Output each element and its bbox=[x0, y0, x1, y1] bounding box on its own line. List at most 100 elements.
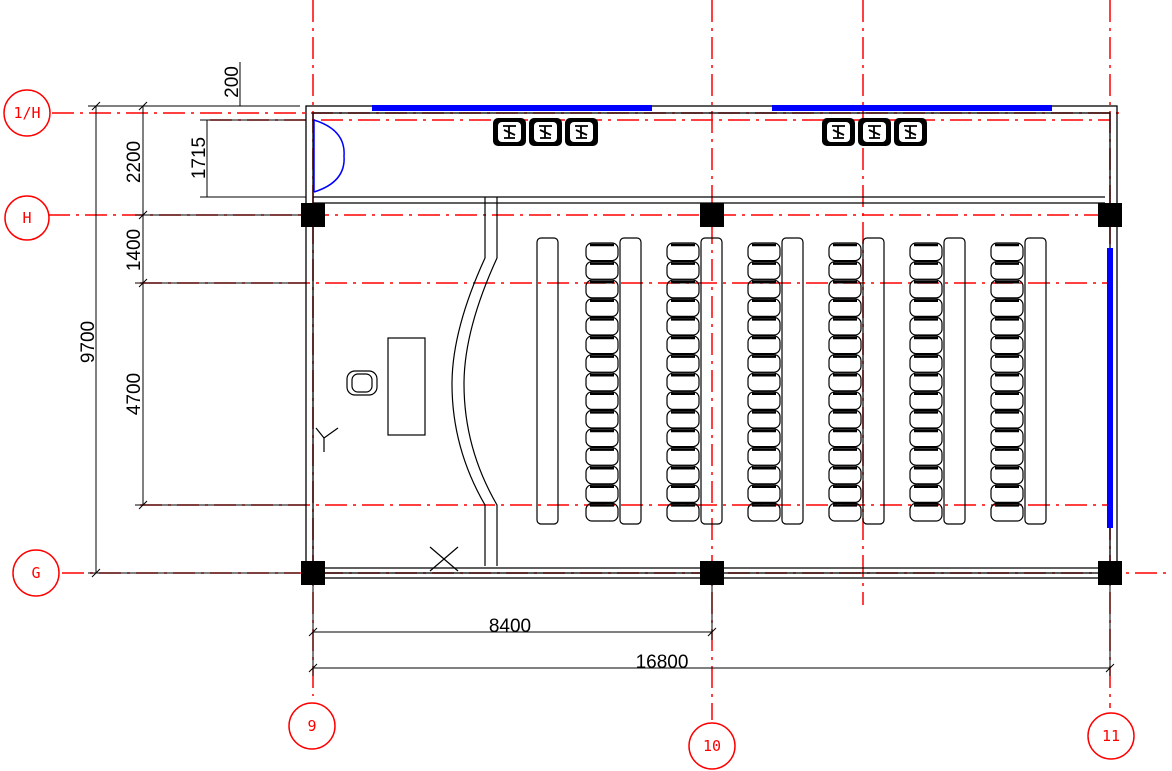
seat bbox=[990, 428, 1024, 448]
seat bbox=[666, 465, 700, 485]
seat bbox=[585, 279, 619, 299]
seat bbox=[909, 465, 943, 485]
seat bbox=[666, 335, 700, 355]
dim-left-4700: 4700 bbox=[124, 373, 145, 415]
axis-bubble-9 bbox=[288, 702, 336, 750]
seat bbox=[747, 428, 781, 448]
seat bbox=[828, 372, 862, 392]
axis-bubble-11 bbox=[1087, 712, 1135, 760]
seat bbox=[990, 409, 1024, 429]
seat bbox=[747, 391, 781, 410]
dim-left-2200: 2200 bbox=[124, 141, 145, 183]
seat bbox=[666, 428, 700, 448]
seat bbox=[909, 261, 943, 280]
seat bbox=[990, 391, 1024, 410]
seat bbox=[828, 447, 862, 466]
seat bbox=[585, 316, 619, 336]
dim-top-200: 200 bbox=[222, 66, 243, 98]
seat bbox=[585, 261, 619, 280]
axis-label-9: 9 bbox=[307, 717, 316, 735]
seat bbox=[666, 447, 700, 466]
seat bbox=[828, 428, 862, 448]
seat bbox=[585, 335, 619, 355]
seat bbox=[585, 354, 619, 373]
seat bbox=[909, 354, 943, 373]
axis-bubble-1h bbox=[3, 89, 51, 137]
seat bbox=[747, 354, 781, 373]
dim-left-1400: 1400 bbox=[124, 229, 145, 271]
seat bbox=[909, 484, 943, 503]
seat bbox=[666, 484, 700, 503]
seat bbox=[747, 298, 781, 317]
axis-bubble-g bbox=[12, 549, 60, 597]
seat bbox=[909, 391, 943, 410]
seat bbox=[747, 465, 781, 485]
seat bbox=[585, 298, 619, 317]
seat bbox=[747, 372, 781, 392]
seat bbox=[828, 484, 862, 503]
seat bbox=[828, 354, 862, 373]
lectern-desk bbox=[387, 337, 426, 436]
seat bbox=[909, 502, 943, 522]
axis-label-11: 11 bbox=[1102, 727, 1120, 745]
dim-left-total: 9700 bbox=[78, 321, 99, 363]
dim-bottom-inner: 8400 bbox=[489, 616, 531, 637]
seat bbox=[909, 409, 943, 429]
seat bbox=[828, 316, 862, 336]
fixture-mark bbox=[575, 125, 588, 139]
seat bbox=[747, 447, 781, 466]
stage-edge bbox=[451, 197, 498, 566]
axis-bubbles bbox=[3, 89, 1135, 770]
lectern bbox=[315, 337, 459, 572]
seat bbox=[909, 298, 943, 317]
fixture-mark bbox=[868, 125, 881, 139]
fixture-mark bbox=[539, 125, 552, 139]
seat bbox=[747, 484, 781, 503]
seat bbox=[828, 465, 862, 485]
seat bbox=[990, 354, 1024, 373]
seat bbox=[909, 372, 943, 392]
seat bbox=[909, 242, 943, 262]
seat bbox=[666, 372, 700, 392]
axis-bubble-10 bbox=[688, 722, 736, 770]
seat bbox=[585, 372, 619, 392]
axis-label-h: H bbox=[22, 209, 31, 227]
seat bbox=[828, 242, 862, 262]
seat bbox=[747, 279, 781, 299]
seat bbox=[747, 261, 781, 280]
dim-bottom-outer: 16800 bbox=[636, 652, 689, 673]
seat bbox=[909, 447, 943, 466]
desk-bench bbox=[781, 237, 804, 525]
speaker-mark bbox=[315, 427, 339, 452]
column-icon bbox=[700, 203, 724, 227]
seat bbox=[909, 316, 943, 336]
seat bbox=[666, 279, 700, 299]
dimension-lines bbox=[88, 62, 1115, 676]
seat bbox=[990, 279, 1024, 299]
axis-label-1h: 1/H bbox=[13, 104, 40, 122]
seat bbox=[585, 447, 619, 466]
seat bbox=[747, 335, 781, 355]
desk-bench bbox=[862, 237, 885, 525]
seat bbox=[909, 428, 943, 448]
seat bbox=[828, 261, 862, 280]
seat bbox=[666, 502, 700, 522]
desk-bench bbox=[943, 237, 966, 525]
desk-bench bbox=[1024, 237, 1047, 525]
seat bbox=[828, 335, 862, 355]
seat bbox=[747, 502, 781, 522]
seat bbox=[990, 261, 1024, 280]
desk-bench bbox=[700, 237, 723, 525]
seat bbox=[666, 391, 700, 410]
seat bbox=[585, 242, 619, 262]
seat bbox=[585, 409, 619, 429]
seat bbox=[585, 465, 619, 485]
seat bbox=[828, 279, 862, 299]
fixture-mark bbox=[904, 125, 917, 139]
seat bbox=[666, 242, 700, 262]
seat bbox=[585, 484, 619, 503]
seat bbox=[666, 316, 700, 336]
seat bbox=[666, 298, 700, 317]
seat bbox=[990, 372, 1024, 392]
desk-bench bbox=[619, 237, 642, 525]
